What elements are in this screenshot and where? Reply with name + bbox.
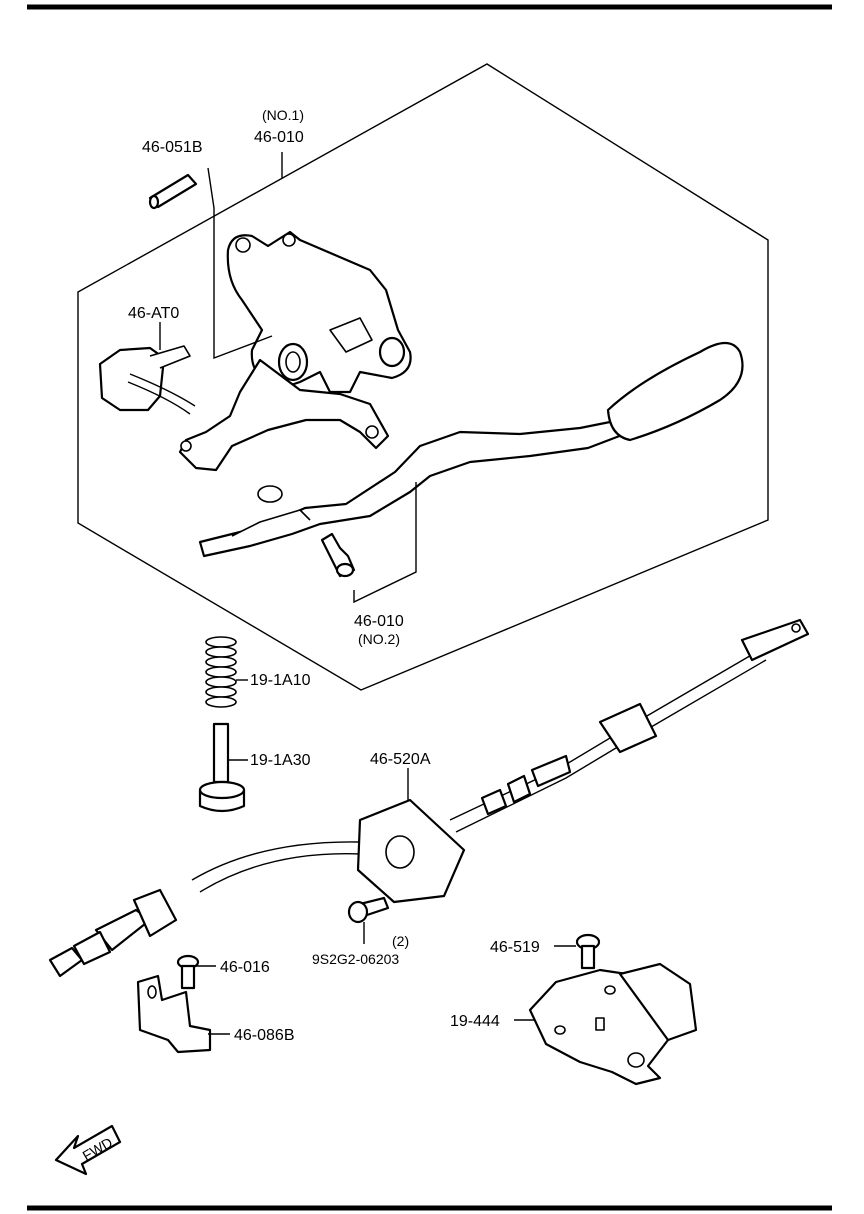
label-cable: 46-520A xyxy=(370,751,431,768)
label-inhibitor-switch: 19-444 xyxy=(450,1013,500,1030)
shift-lever xyxy=(198,341,744,558)
assembly-frame xyxy=(77,63,769,691)
label-at-switch: 46-AT0 xyxy=(128,305,179,322)
pin-46-051b xyxy=(148,173,198,210)
inhibitor-switch-19-444 xyxy=(528,962,698,1086)
at-switch-46-at0 xyxy=(98,345,196,415)
selector-lever-bracket xyxy=(178,230,412,472)
label-plunger: 19-1A30 xyxy=(250,752,311,769)
label-pin: 46-051B xyxy=(142,139,203,156)
label-bolt-cable-qty: (2) xyxy=(392,933,409,949)
label-bolt-bracket: 46-016 xyxy=(220,959,270,976)
label-lever-no1: 46-010 xyxy=(254,129,304,146)
label-lever-no1-note: (NO.1) xyxy=(262,107,304,123)
spring-19-1a10 xyxy=(205,636,237,708)
label-bolt-cable: 9S2G2-06203 xyxy=(312,951,399,967)
bracket-46-086b xyxy=(136,974,212,1054)
bolt-46-519 xyxy=(575,933,601,970)
fwd-arrow-icon: FWD xyxy=(54,1124,122,1176)
leader-lines xyxy=(159,152,576,1035)
plunger-19-1a30 xyxy=(198,722,246,813)
shift-cable-46-520a xyxy=(48,618,810,978)
bolt-9s2g2-06203 xyxy=(347,896,390,924)
label-bracket: 46-086B xyxy=(234,1027,295,1044)
bolt-46-016 xyxy=(176,954,200,990)
label-spring: 19-1A10 xyxy=(250,672,311,689)
label-bolt-switch: 46-519 xyxy=(490,939,540,956)
label-lever-no2: 46-010 xyxy=(354,613,404,630)
screw-lever xyxy=(320,532,356,578)
label-lever-no2-note: (NO.2) xyxy=(358,631,400,647)
